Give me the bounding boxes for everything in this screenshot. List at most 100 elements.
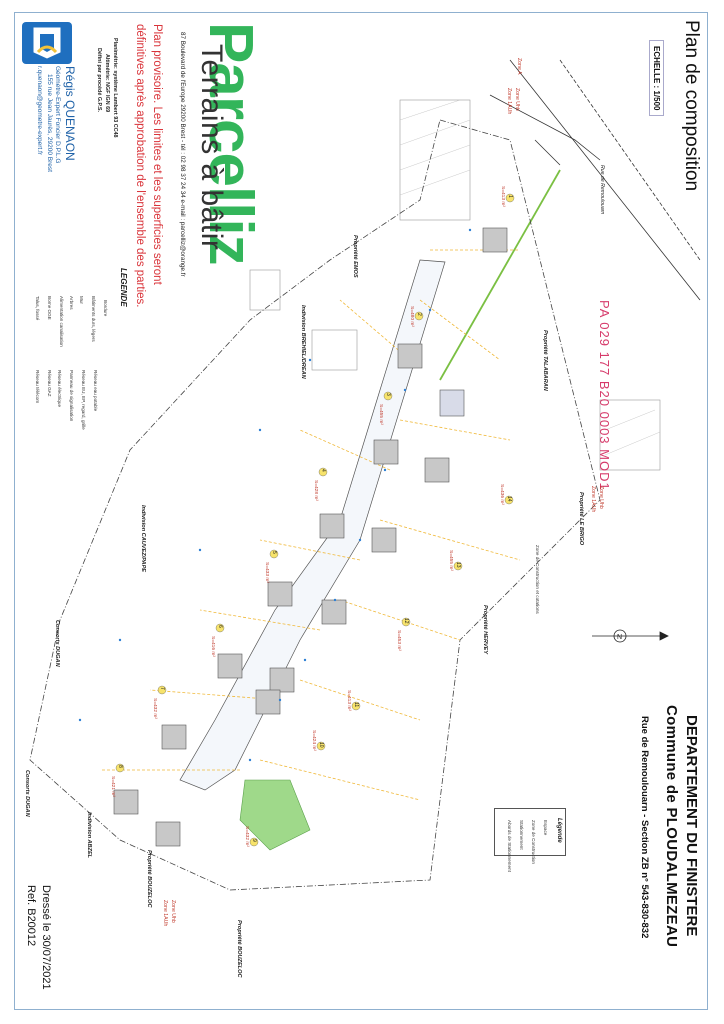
lot-number: 12: [403, 618, 409, 624]
department-title: DEPARTEMENT DU FINISTERE: [683, 715, 700, 937]
notice-line-2: définitives après approbation de l'ensem…: [134, 24, 146, 308]
lot-number: 1: [507, 195, 513, 198]
legend-small-item: Abords de Stationnement: [507, 820, 512, 872]
lot-marker-1: [505, 193, 515, 203]
lot-number: 6: [217, 625, 223, 628]
owner-label: Indivision BREHIEL/DREAN: [300, 305, 306, 379]
owner-label: Propriété LE BRIGO: [578, 492, 584, 546]
owner-label: Propriété BOUZELOC: [236, 920, 242, 978]
scale-label: ECHELLE : 1/500: [649, 40, 664, 117]
lot-marker-5: [269, 549, 279, 559]
lot-number: 9: [251, 839, 257, 842]
owner-label: Consorts DUGAN: [24, 770, 30, 817]
lot-marker-6: [215, 623, 225, 633]
reference-number: Ref. B20012: [25, 885, 37, 947]
hedge-line: [439, 169, 561, 381]
lot-area: S=428 m²: [313, 480, 318, 501]
lot-marker-2: [414, 311, 424, 321]
building-footprints: [113, 227, 508, 847]
cabinet-logo: [22, 22, 72, 64]
owner-label: Propriété BOUZELOC: [146, 850, 152, 908]
owner-label: Indivision ABZEL: [86, 812, 92, 859]
legend-item: Réseau GAZ: [47, 370, 52, 397]
lot-marker-10: [316, 741, 326, 751]
lot-area: S=436 m²: [499, 484, 504, 505]
lot-number: 7: [159, 687, 165, 690]
lot-marker-11: [351, 701, 361, 711]
cabinet-name: Régis QUENAON: [63, 66, 77, 161]
legend-small-item: Stationnement: [519, 820, 524, 850]
legend-item: Bâtiments durs, légers: [91, 296, 96, 342]
lot-area: S=432 m²: [244, 826, 249, 847]
plan-title: Plan de composition: [681, 20, 702, 192]
lot-number: 5: [271, 551, 277, 554]
lot-marker-9: [249, 837, 259, 847]
lot-marker-3: [383, 391, 393, 401]
lot-boundaries: [100, 249, 521, 801]
utility-networks: [78, 228, 472, 762]
lot-area: S=455 m²: [448, 550, 453, 571]
lot-area: S=424 m²: [311, 730, 316, 751]
internal-road: [179, 259, 446, 791]
legend-item: Talus, fossé: [35, 296, 40, 321]
lot-area: S=480 m²: [409, 306, 414, 327]
site-boundary: [29, 119, 601, 891]
road-label: Rue de Remoulouarn: [599, 165, 605, 215]
brand-tagline: Terrains à bâtir: [195, 44, 228, 251]
geometry-line-2: Altimétrie: NGF IGN 69: [104, 54, 110, 113]
road-remoulouarn: [489, 59, 701, 301]
owner-label: Propriété TALABARAN: [542, 330, 548, 391]
lot-area: S=421 m²: [110, 776, 115, 797]
lot-area: S=413 m²: [500, 186, 505, 207]
dresse-date: Dressé le 30/07/2021: [40, 885, 52, 990]
legend-item: Réseau EU, EP, regard, grille: [81, 370, 86, 430]
legend-title: LEGENDE: [119, 268, 128, 307]
legend-item: Borne OGE: [47, 296, 52, 320]
lot-marker-8: [115, 763, 125, 773]
zone-label: Zone 1AUh: [162, 900, 168, 927]
lot-markers: [115, 193, 515, 847]
legend-item: Réseau électrique: [57, 370, 62, 408]
handwritten-reference: PA 029 177 B20 0003 MOD1: [597, 300, 612, 491]
geometry-line-1: Planimétrie: système Lambert 93 CC48: [112, 38, 118, 138]
lot-marker-7: [157, 685, 167, 695]
svg-text:N: N: [617, 634, 622, 641]
lot-area: S=453 m²: [396, 630, 401, 651]
cabinet-role: Géomètre-Expert Foncier D.P.L.G: [54, 66, 61, 164]
lot-marker-12: [401, 617, 411, 627]
owner-label: Consorts DUGAN: [54, 620, 60, 667]
owner-label: Propriété EMOS: [352, 235, 358, 278]
zone-label: Zone Uhb: [170, 900, 176, 923]
plan-sheet: [14, 12, 708, 1010]
cabinet-email: r.quenaon@geometre-expert.fr: [36, 66, 43, 155]
commune-title: Commune de PLOUDALMEZEAU: [663, 705, 680, 948]
zone-label: Zone Uhb: [598, 486, 604, 509]
lot-number: 2: [416, 313, 422, 316]
lot-number: 14: [506, 496, 512, 502]
zone-label: Zone 1AUh: [590, 486, 596, 513]
lot-number: 8: [117, 765, 123, 768]
section-label: Rue de Remoulouarn - Section ZB n° 543-8…: [639, 716, 650, 939]
lot-area: S=413 m²: [346, 690, 351, 711]
lot-area: S=416 m²: [210, 636, 215, 657]
cabinet-address: 155 rue Jean Jaurès, 29200 Brest: [46, 74, 53, 172]
green-space: [239, 779, 311, 851]
legend-small-item: Espace: [543, 820, 548, 836]
parking-area: [439, 389, 465, 417]
north-arrow: N: [592, 629, 669, 643]
lot-area: S=433 m²: [264, 562, 269, 583]
lot-marker-13: [453, 561, 463, 571]
legend-item: Réseau eau potable: [93, 370, 98, 412]
legend-item: Réseau télécom: [35, 370, 40, 404]
legend-item: Arbres: [69, 296, 74, 310]
lot-area: S=432 m²: [152, 698, 157, 719]
legend-small-title: Légende: [556, 818, 562, 843]
zone-label: Zone A: [516, 58, 522, 75]
legend-item: Panneau de signalisation: [69, 370, 74, 422]
compass-logo-icon: [33, 27, 61, 59]
owner-label: Indivision CAUVEZ/PAPE: [140, 505, 146, 573]
owner-label: Propriété HERVEY: [482, 605, 488, 655]
legend-small-box: [494, 808, 566, 856]
lot-number: 13: [455, 562, 461, 568]
